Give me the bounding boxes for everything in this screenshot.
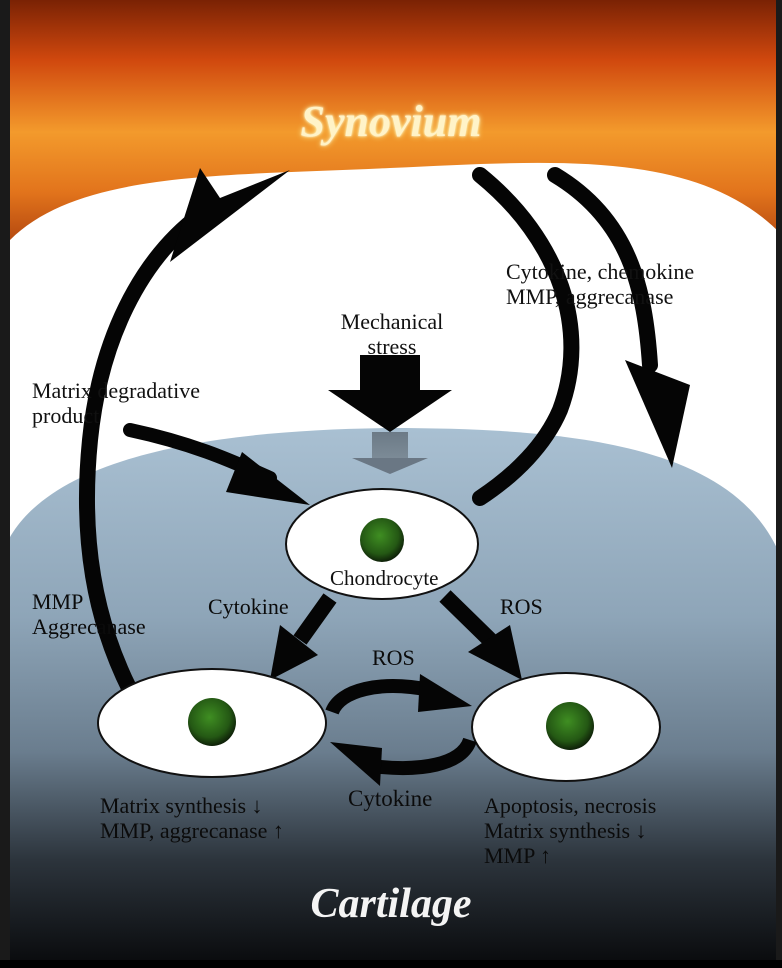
right-cell-line3: MMP ↑	[484, 843, 656, 868]
cartilage-title: Cartilage	[0, 880, 782, 928]
left-cell-effects-label: Matrix synthesis ↓ MMP, aggrecanase ↑	[100, 793, 284, 843]
right-cell-nucleus	[546, 702, 594, 750]
left-cell-nucleus	[188, 698, 236, 746]
cytokine-left-label: Cytokine	[208, 594, 289, 619]
left-cell-line1: Matrix synthesis ↓	[100, 793, 284, 818]
cytokine-chemokine-line1: Cytokine, chemokine	[506, 259, 694, 284]
mmp-line1: MMP	[32, 589, 146, 614]
ros-right-label: ROS	[500, 594, 543, 619]
mmp-aggrecanase-label: MMP Aggrecanase	[32, 589, 146, 639]
cytokine-chemokine-label: Cytokine, chemokine MMP, aggrecanase	[506, 259, 694, 309]
mechanical-stress-label: Mechanical stress	[322, 309, 462, 359]
matrix-degradative-label: Matrix degradative product	[32, 378, 200, 428]
chondrocyte-nucleus	[360, 518, 404, 562]
chondrocyte-label: Chondrocyte	[330, 566, 438, 591]
mechanical-stress-line1: Mechanical	[322, 309, 462, 334]
synovium-title: Synovium	[0, 96, 782, 147]
ros-middle-label: ROS	[372, 645, 415, 670]
right-cell-effects-label: Apoptosis, necrosis Matrix synthesis ↓ M…	[484, 793, 656, 868]
matrix-degradative-line2: product	[32, 403, 200, 428]
right-cell-line1: Apoptosis, necrosis	[484, 793, 656, 818]
mechanical-stress-line2: stress	[322, 334, 462, 359]
left-cell-line2: MMP, aggrecanase ↑	[100, 818, 284, 843]
cytokine-chemokine-line2: MMP, aggrecanase	[506, 284, 694, 309]
cytokine-bottom-label: Cytokine	[348, 786, 432, 811]
mechanical-stress-stub	[372, 432, 408, 460]
bottom-border	[0, 960, 782, 968]
right-cell-line2: Matrix synthesis ↓	[484, 818, 656, 843]
mmp-line2: Aggrecanase	[32, 614, 146, 639]
matrix-degradative-line1: Matrix degradative	[32, 378, 200, 403]
